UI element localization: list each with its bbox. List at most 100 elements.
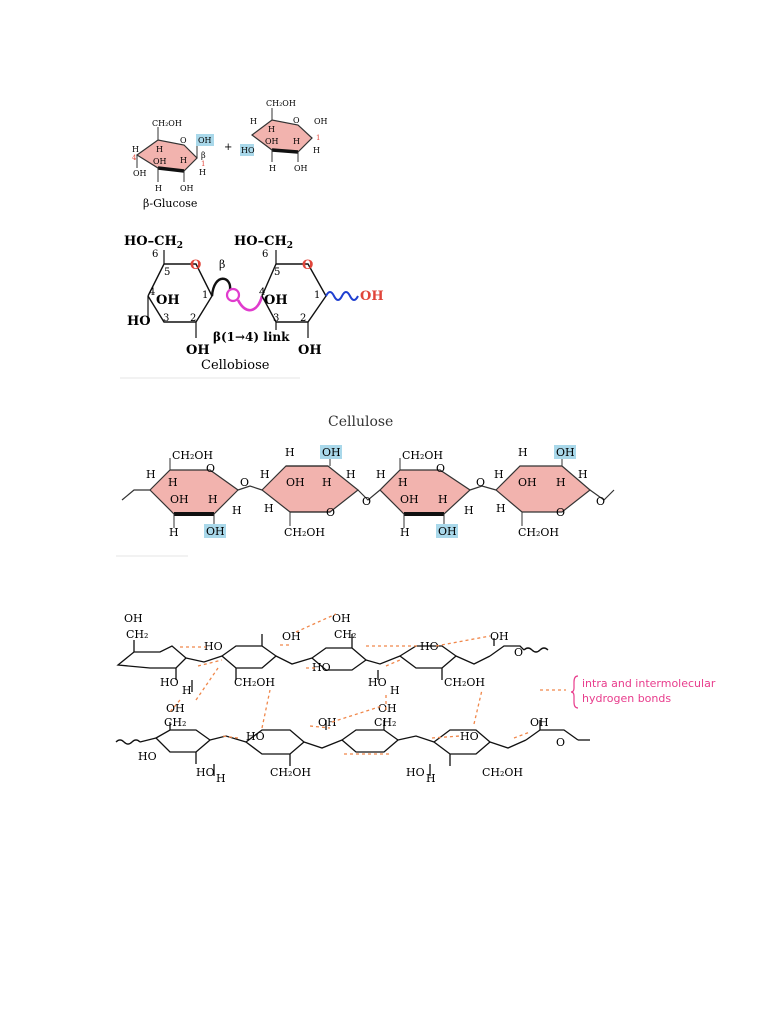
- hoch2-label-left: HO–CH2: [124, 234, 183, 251]
- bridge-oxygen-ring: [225, 287, 241, 303]
- ch2oh-label: CH₂OH: [444, 676, 485, 689]
- ring-oxygen: O: [190, 258, 201, 273]
- h-label: H: [155, 184, 162, 193]
- legend-text-line-2: hydrogen bonds: [582, 692, 671, 705]
- oh-label: OH: [322, 446, 341, 459]
- ch2oh-label: CH₂OH: [270, 766, 311, 779]
- h-label: H: [169, 526, 179, 539]
- h-label: H: [322, 476, 332, 489]
- h-label: H: [132, 145, 139, 154]
- ho-label: HO: [196, 766, 215, 779]
- h-label: H: [293, 137, 300, 146]
- oh-label: OH: [518, 476, 537, 489]
- h-label: H: [426, 772, 436, 785]
- h-label: H: [146, 468, 156, 481]
- ring-bold-edge: [157, 166, 185, 173]
- carbon-number: 5: [164, 267, 170, 278]
- h-label: H: [494, 468, 504, 481]
- oh-label: OH: [286, 476, 305, 489]
- ch2oh-label: CH₂OH: [284, 526, 325, 539]
- carbon-number: 2: [300, 313, 306, 324]
- oh-label: OH: [314, 117, 328, 126]
- carbon-number: 6: [262, 249, 268, 260]
- beta-label: β: [201, 151, 206, 160]
- oh-label: OH: [294, 164, 308, 173]
- h-label: H: [216, 772, 226, 785]
- beta-1-4-link-label: β(1→4) link: [213, 330, 290, 344]
- ch2oh-label: CH₂OH: [234, 676, 275, 689]
- ch2oh-label: CH₂OH: [402, 449, 443, 462]
- carbon-number: 5: [274, 267, 280, 278]
- beta-glucose-label: β-Glucose: [143, 197, 197, 210]
- carbon-number: 2: [190, 313, 196, 324]
- h-label: H: [268, 125, 275, 134]
- oh-label: OH: [206, 525, 225, 538]
- oh-label: OH: [198, 136, 212, 145]
- h-label: H: [260, 468, 270, 481]
- oh-label: OH: [170, 493, 189, 506]
- ho-label: HO: [246, 730, 265, 743]
- hoch2-label-right: HO–CH2: [234, 234, 293, 251]
- carbon-number: 4: [132, 154, 137, 162]
- reducing-end-oh: OH: [360, 289, 384, 304]
- ch2-label: CH₂: [164, 716, 186, 729]
- carbon-number: 3: [273, 313, 279, 324]
- ho-label: HO: [406, 766, 425, 779]
- ho-label: HO: [160, 676, 179, 689]
- glycosidic-bond-magenta: [236, 295, 264, 312]
- h-label: H: [264, 502, 274, 515]
- h-label: H: [464, 504, 474, 517]
- carbon-number: 3: [163, 313, 169, 324]
- oh-label: OH: [180, 184, 194, 193]
- cellulose-ring-2: H OH OH H H H H O CH₂OH: [260, 445, 359, 539]
- cellulose-panel: Cellulose O O O O CH₂OH O H H OH H H H O…: [116, 414, 615, 557]
- ch2-label: CH₂: [334, 628, 356, 641]
- ho-label: HO: [368, 676, 387, 689]
- plus-sign: +: [224, 142, 232, 153]
- oh-label: OH: [556, 446, 575, 459]
- oh-label: OH: [490, 630, 509, 643]
- h-label: H: [578, 468, 588, 481]
- oh-label: OH: [438, 525, 457, 538]
- oh-label: OH: [298, 343, 322, 358]
- oh-label: OH: [400, 493, 419, 506]
- glucose-ring-1: [135, 139, 198, 172]
- cellulose-ring-3: CH₂OH O H H OH H H H OH: [376, 449, 474, 539]
- h-label: H: [208, 493, 218, 506]
- hbond-panel: OH CH₂ HO OH OH CH₂ HO HO OH HO H CH₂OH …: [115, 612, 716, 785]
- glucose-panel: CH₂OH OH H H O β 4 OH H 1 H OH H OH + CH…: [132, 99, 328, 210]
- oh-label: OH: [378, 702, 397, 715]
- highlight-ho: [240, 144, 254, 156]
- oh-label: OH: [332, 612, 351, 625]
- ho-label: HO: [420, 640, 439, 653]
- glucose-molecule-1: CH₂OH OH H H O β 4 OH H 1 H OH H OH: [132, 119, 214, 193]
- ho-label: HO: [460, 730, 479, 743]
- ch2oh-label: CH₂OH: [266, 99, 296, 108]
- h-label: H: [285, 446, 295, 459]
- linker-oxygen: O: [514, 646, 523, 659]
- h-label: H: [400, 526, 410, 539]
- h-label: H: [250, 117, 257, 126]
- ho-label: HO: [204, 640, 223, 653]
- ch2oh-label: CH₂OH: [482, 766, 523, 779]
- carbon-number: 6: [152, 249, 158, 260]
- ch2-label: CH₂: [126, 628, 148, 641]
- oh-label: OH: [166, 702, 185, 715]
- h-label: H: [398, 476, 408, 489]
- glucose-ring-2: [251, 119, 313, 153]
- carbon-number: 1: [202, 290, 208, 301]
- carbon-number: 4: [149, 287, 155, 298]
- h-label: H: [376, 468, 386, 481]
- oh-label: OH: [124, 612, 143, 625]
- oh-label: OH: [530, 716, 549, 729]
- legend-brace: [570, 675, 579, 709]
- ring-o-label: O: [293, 116, 300, 125]
- ho-label: HO: [241, 146, 255, 155]
- ch2oh-label: CH₂OH: [152, 119, 182, 128]
- oh-label: OH: [264, 293, 288, 308]
- ho-label: HO: [127, 314, 151, 329]
- h-label: H: [269, 164, 276, 173]
- h-label: H: [156, 145, 163, 154]
- h-label: H: [180, 156, 187, 165]
